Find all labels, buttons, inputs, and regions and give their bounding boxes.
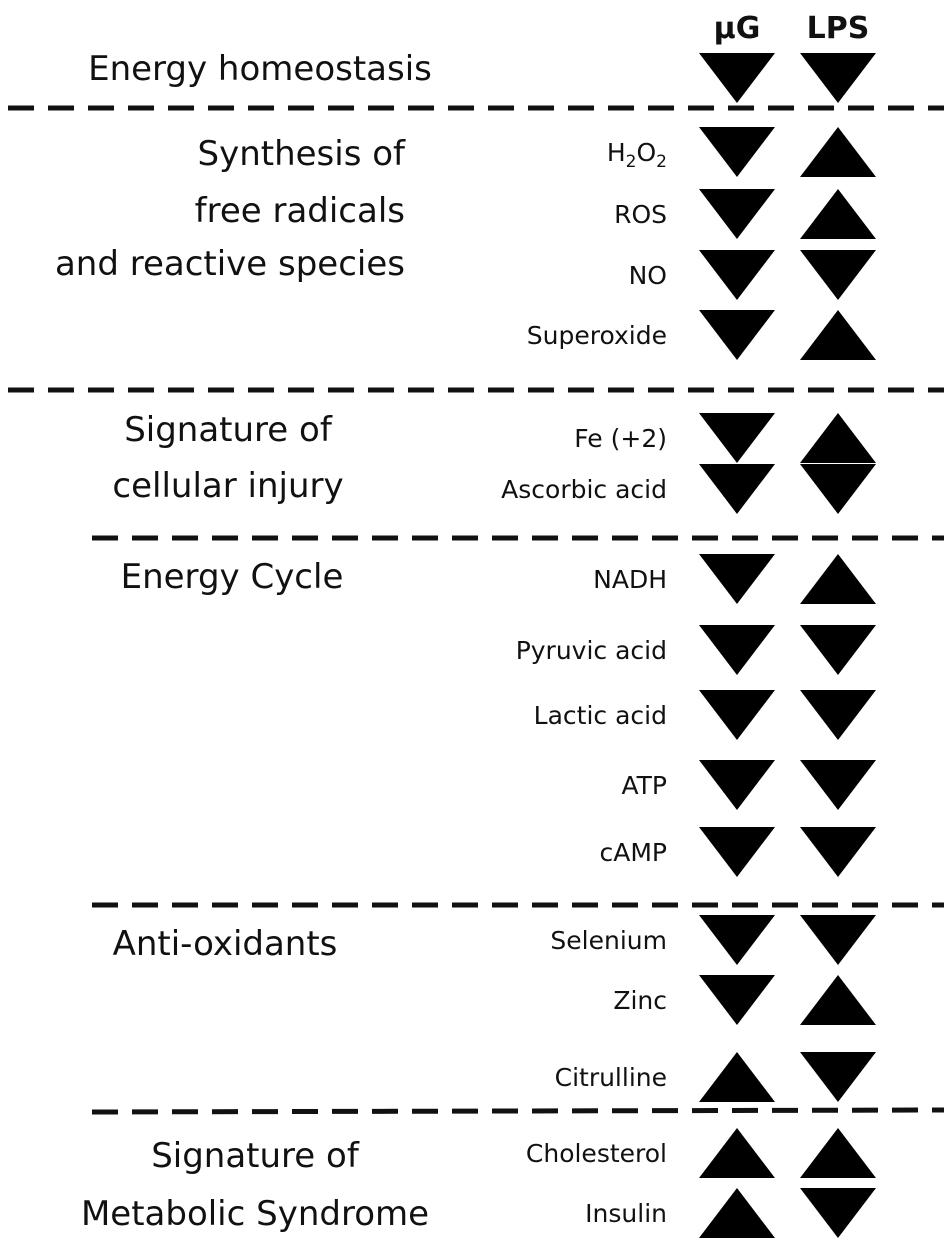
item-label: ROS	[614, 200, 667, 229]
item-label: cAMP	[600, 838, 668, 867]
lps-down-arrow-icon	[800, 1052, 876, 1102]
lps-down-arrow-icon	[800, 250, 876, 300]
lps-down-arrow-icon	[800, 1188, 876, 1238]
mug-down-arrow-icon	[699, 554, 775, 604]
group-title-line: Energy Cycle	[121, 557, 344, 597]
item-label: Lactic acid	[534, 701, 667, 730]
group-title-line: Energy homeostasis	[88, 49, 432, 89]
item-label: Fe (+2)	[574, 424, 667, 453]
group-title-line: free radicals	[195, 191, 405, 231]
lps-down-arrow-icon	[800, 827, 876, 877]
lps-down-arrow-icon	[800, 760, 876, 810]
item-label: Pyruvic acid	[516, 636, 667, 665]
mug-down-arrow-icon	[699, 690, 775, 740]
group-title-line: Signature of	[124, 410, 333, 450]
item-label: Insulin	[585, 1199, 667, 1228]
group-title-line: Metabolic Syndrome	[81, 1194, 429, 1234]
lps-down-arrow-icon	[800, 625, 876, 675]
section-divider	[91, 1107, 945, 1115]
mug-down-arrow-icon	[699, 760, 775, 810]
item-label: Citrulline	[555, 1063, 667, 1092]
mug-up-arrow-icon	[699, 1188, 775, 1238]
item-label: ATP	[621, 771, 667, 800]
lps-up-arrow-icon	[800, 554, 876, 604]
item-label: H2O2	[607, 138, 667, 172]
item-label: Selenium	[550, 926, 667, 955]
lps-up-arrow-icon	[800, 189, 876, 239]
item-label: NADH	[593, 565, 667, 594]
mug-down-arrow-icon	[699, 310, 775, 360]
group-title-line: and reactive species	[55, 244, 405, 284]
item-label: Zinc	[613, 986, 667, 1015]
mug-down-arrow-icon	[699, 413, 775, 463]
lps-up-arrow-icon	[800, 127, 876, 177]
mug-down-arrow-icon	[699, 250, 775, 300]
item-label: Superoxide	[527, 321, 667, 350]
lps-up-arrow-icon	[800, 1128, 876, 1178]
mug-down-arrow-icon	[699, 915, 775, 965]
lps-down-arrow-icon	[800, 690, 876, 740]
mug-down-arrow-icon	[699, 127, 775, 177]
item-label: NO	[629, 261, 667, 290]
mug-down-arrow-icon	[699, 975, 775, 1025]
lps-up-arrow-icon	[800, 413, 876, 463]
lps-up-arrow-icon	[800, 310, 876, 360]
lps-down-arrow-icon	[800, 464, 876, 514]
group-title-line: Signature of	[151, 1136, 360, 1176]
column-header-mug: μG	[714, 11, 761, 46]
mug-down-arrow-icon	[699, 53, 775, 103]
lps-up-arrow-icon	[800, 975, 876, 1025]
mug-down-arrow-icon	[699, 827, 775, 877]
item-label: Cholesterol	[526, 1139, 667, 1168]
item-label: Ascorbic acid	[501, 475, 667, 504]
column-header-lps: LPS	[807, 11, 870, 46]
group-title-line: Anti-oxidants	[113, 924, 338, 964]
mug-up-arrow-icon	[699, 1128, 775, 1178]
group-title-line: Synthesis of	[197, 134, 406, 174]
mug-down-arrow-icon	[699, 189, 775, 239]
lps-down-arrow-icon	[800, 915, 876, 965]
mug-up-arrow-icon	[699, 1052, 775, 1102]
mug-down-arrow-icon	[699, 625, 775, 675]
mug-down-arrow-icon	[699, 464, 775, 514]
lps-down-arrow-icon	[800, 53, 876, 103]
group-title-line: cellular injury	[112, 466, 343, 506]
